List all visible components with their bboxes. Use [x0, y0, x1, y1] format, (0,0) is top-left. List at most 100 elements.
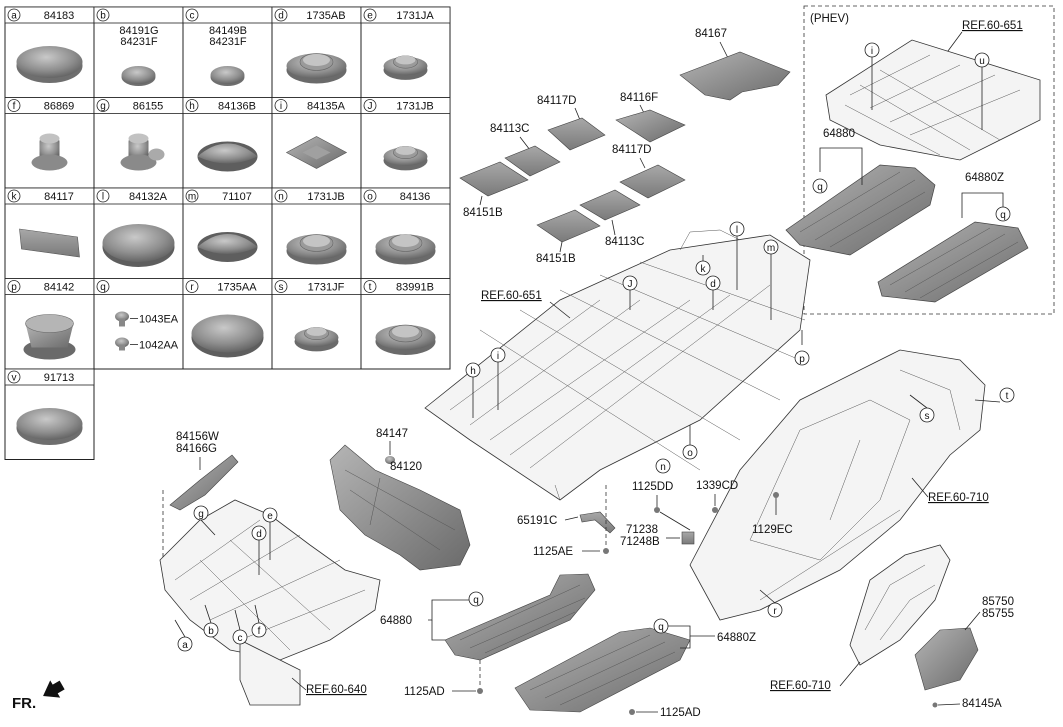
pad-84151B-b — [536, 209, 601, 243]
part-number: 84191G — [119, 25, 158, 37]
label-1129EC: 1129EC — [752, 524, 793, 536]
parts-cell-m: m 71107 — [182, 187, 273, 279]
svg-text:t: t — [1006, 391, 1009, 402]
callout-i-phev: i — [864, 42, 880, 110]
part-number: 86155 — [133, 101, 164, 113]
phev-floor-cover-64880 — [785, 164, 936, 256]
part-1731JF-icon — [294, 327, 339, 352]
cell-letter: q — [100, 282, 106, 293]
label-84156W: 84156W — [176, 431, 219, 443]
part-84136-icon — [375, 234, 436, 265]
part-number: 71107 — [222, 191, 252, 203]
phev-floor-cover-64880Z — [877, 221, 1029, 303]
callout-r: r — [759, 589, 783, 618]
svg-text:n: n — [660, 462, 666, 473]
part-86155-icon — [120, 133, 165, 171]
label-1339CD: 1339CD — [696, 480, 738, 492]
cell-letter: r — [190, 282, 194, 293]
svg-text:i: i — [871, 46, 873, 57]
cell-letter: t — [369, 282, 372, 293]
label-84113C-b: 84113C — [605, 236, 644, 248]
label-84151B-a: 84151B — [463, 207, 503, 219]
svg-text:l: l — [736, 225, 738, 236]
part-number: 84231F — [120, 36, 158, 48]
svg-text:u: u — [979, 56, 985, 67]
label-1125AD-a: 1125AD — [404, 686, 445, 698]
part-84132A-icon — [102, 224, 175, 267]
callout-d-main: d — [705, 275, 721, 310]
callout-e: e — [262, 507, 278, 560]
callout-f: f — [251, 604, 267, 638]
callout-q-phev-a: q — [812, 178, 828, 194]
part-number: 1731JF — [308, 282, 345, 294]
part-number: 1731JB — [307, 191, 344, 203]
svg-text:o: o — [687, 448, 693, 459]
part-1735AB-icon — [286, 53, 347, 84]
part-number: 84142 — [44, 282, 75, 294]
part-number: 84231F — [209, 36, 247, 48]
svg-text:e: e — [267, 511, 273, 522]
label-71238: 71238 — [626, 524, 658, 536]
part-number: 84149B — [209, 25, 247, 37]
cell-letter: m — [188, 192, 196, 203]
svg-text:d: d — [710, 279, 716, 290]
cell-letter: o — [367, 192, 373, 203]
label-1125AD-b: 1125AD — [660, 707, 701, 719]
label-84151B-b: 84151B — [536, 253, 576, 265]
part-1735AA-icon — [191, 314, 264, 358]
callout-h: h — [465, 362, 481, 418]
callout-c: c — [232, 609, 248, 645]
svg-text:J: J — [628, 279, 633, 290]
callout-k: k — [695, 255, 711, 276]
pad-84117D-a — [547, 117, 606, 151]
label-65191C: 65191C — [517, 515, 557, 527]
fr-label: FR. — [12, 695, 36, 712]
callout-q-a: q — [468, 591, 484, 607]
part-number: 84117 — [44, 191, 74, 203]
svg-text:q: q — [817, 182, 823, 193]
label-84145A: 84145A — [962, 698, 1002, 710]
front-body-group: 84156W 84166G REF.60-640 — [159, 431, 381, 706]
cell-letter: c — [190, 11, 195, 22]
callout-o: o — [682, 425, 698, 460]
label-84113C-a: 84113C — [490, 123, 529, 135]
part-number: 1731JB — [396, 101, 433, 113]
part-q-icon — [115, 311, 138, 351]
bracket-65191C — [579, 511, 616, 534]
callout-i-main: i — [490, 347, 506, 410]
parts-cell-g: g 86155 — [93, 97, 184, 189]
part-71107-icon — [197, 232, 258, 262]
part-number: 84136 — [400, 191, 431, 203]
part-number: 84135A — [307, 101, 346, 113]
ref-60-640: REF.60-640 — [306, 684, 367, 696]
callout-n: n — [655, 458, 671, 474]
phev-box: (PHEV) REF.60-651 64880 64880Z — [785, 5, 1055, 315]
trim-84156W — [169, 454, 239, 511]
part-1731JB-icon — [383, 146, 428, 171]
label-84167: 84167 — [695, 28, 727, 40]
ref-60-651-top: REF.60-651 — [962, 20, 1023, 32]
part-number: 1735AB — [306, 10, 345, 22]
fr-arrow-icon — [43, 680, 65, 698]
ref-60-710-right: REF.60-710 — [928, 492, 989, 504]
label-84117D-b: 84117D — [612, 144, 651, 156]
cell-letter: J — [368, 101, 373, 112]
cell-letter: h — [189, 101, 195, 112]
pad-84113C-a — [504, 145, 561, 177]
part-86869-icon — [31, 133, 68, 171]
svg-text:i: i — [497, 351, 499, 362]
callout-a: a — [174, 619, 193, 652]
part-number: 84183 — [44, 10, 75, 22]
svg-text:s: s — [925, 411, 930, 422]
svg-text:c: c — [238, 633, 243, 644]
part-83991B-icon — [375, 324, 436, 355]
cell-letter: g — [100, 101, 106, 112]
dash-insulator-84120 — [329, 444, 471, 571]
parts-cell-o: o 84136 — [360, 187, 451, 279]
